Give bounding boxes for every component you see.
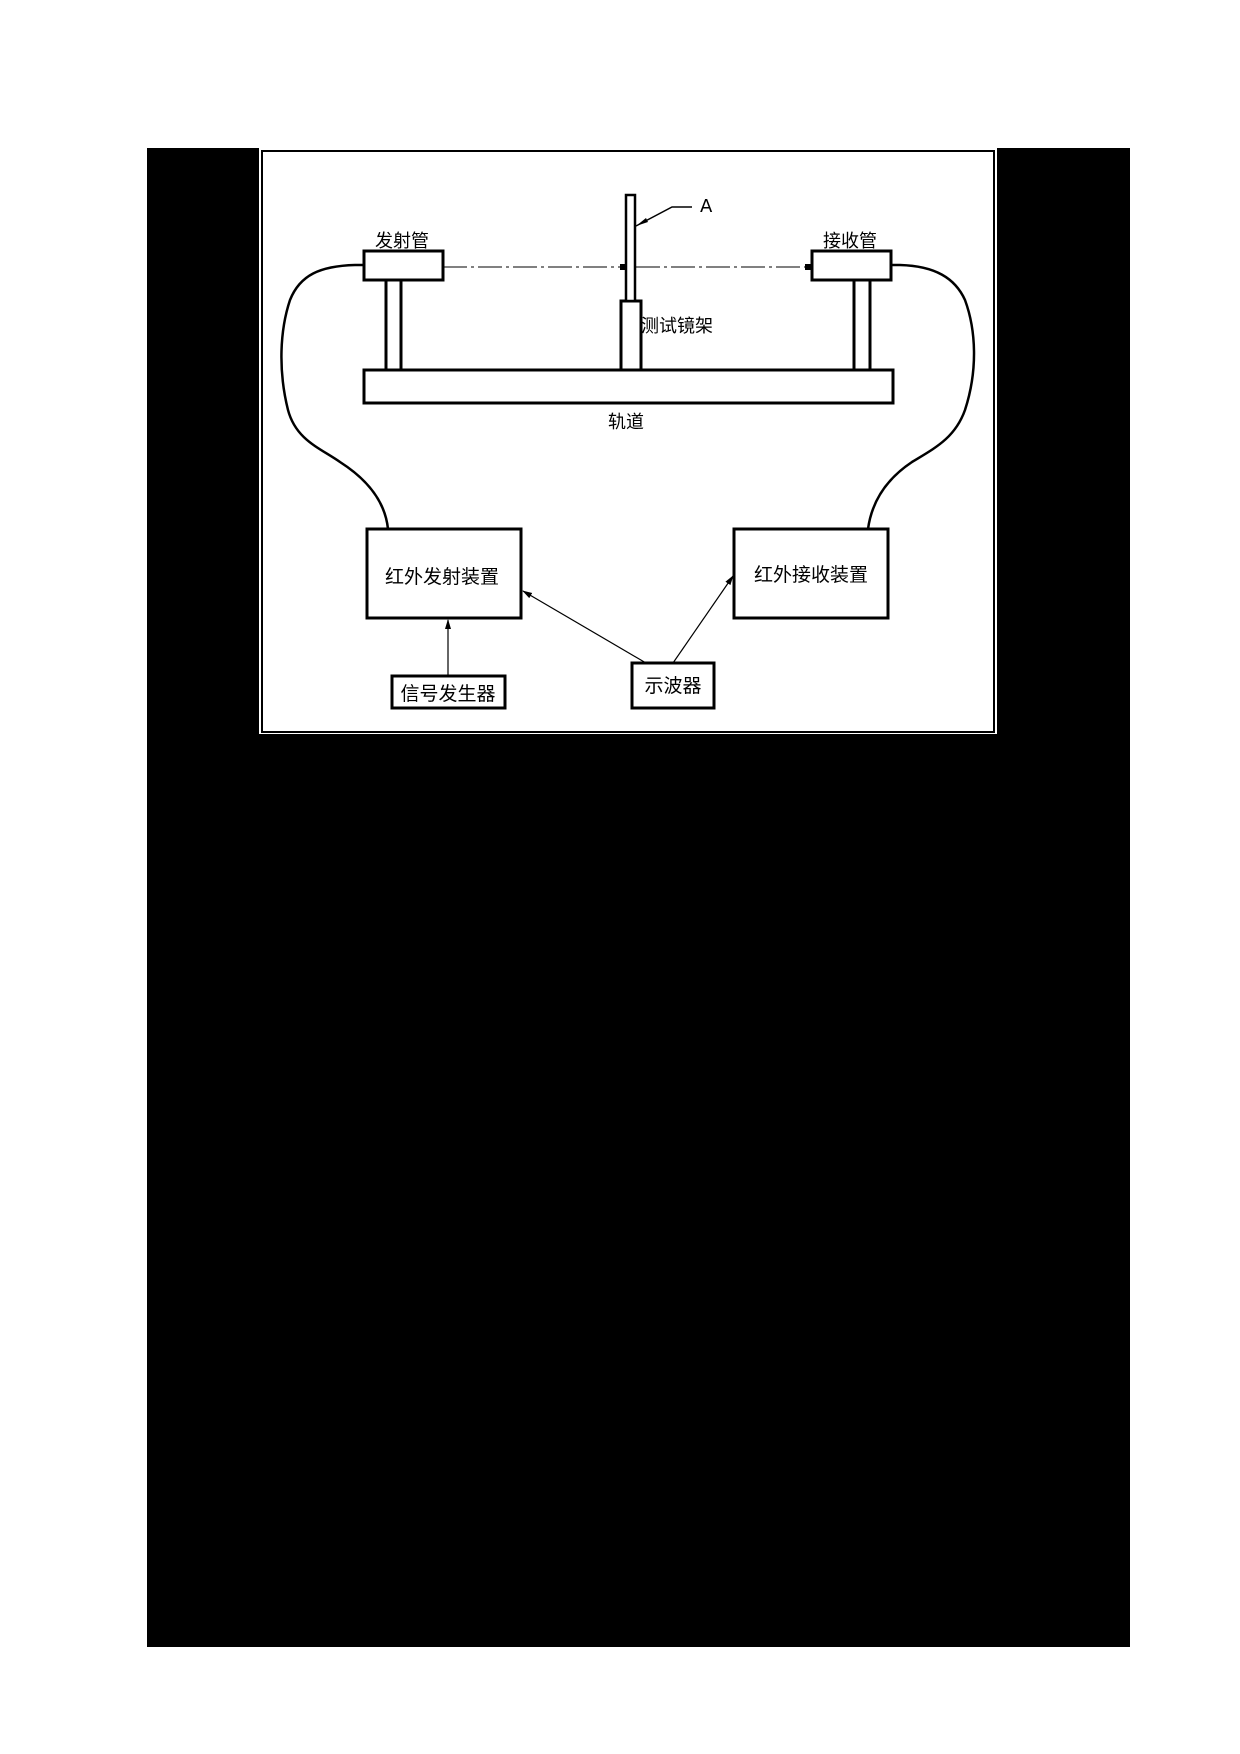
pointer-a-label: A <box>700 196 713 217</box>
pointer-a-leader <box>635 206 692 227</box>
ir-emitter-device-box <box>365 527 523 620</box>
ir-receiver-device-label: 红外接收装置 <box>754 564 868 586</box>
emitter-tube <box>362 249 445 372</box>
diagram-panel-border <box>261 150 995 733</box>
ir-emitter-device-label: 红外发射装置 <box>385 566 499 588</box>
signal-generator-label: 信号发生器 <box>400 683 495 705</box>
oscilloscope-to-receiver-arrow <box>672 575 734 664</box>
receiver-tube <box>810 249 893 372</box>
rail-label: 轨道 <box>608 412 644 433</box>
oscilloscope-label: 示波器 <box>644 675 701 697</box>
test-mirror-mount-label: 测试镜架 <box>641 316 713 337</box>
receiver-cable <box>866 263 976 530</box>
ir-receiver-device-box <box>732 527 890 620</box>
emitter-tube-label: 发射管 <box>375 231 429 252</box>
oscilloscope-to-emitter-arrow <box>522 590 647 664</box>
emitter-cable <box>280 263 390 530</box>
ir-beam <box>443 264 811 270</box>
receiver-tube-label: 接收管 <box>823 231 877 252</box>
rail <box>362 368 895 405</box>
test-mirror-mount <box>619 193 643 372</box>
oscilloscope-box <box>630 661 716 710</box>
